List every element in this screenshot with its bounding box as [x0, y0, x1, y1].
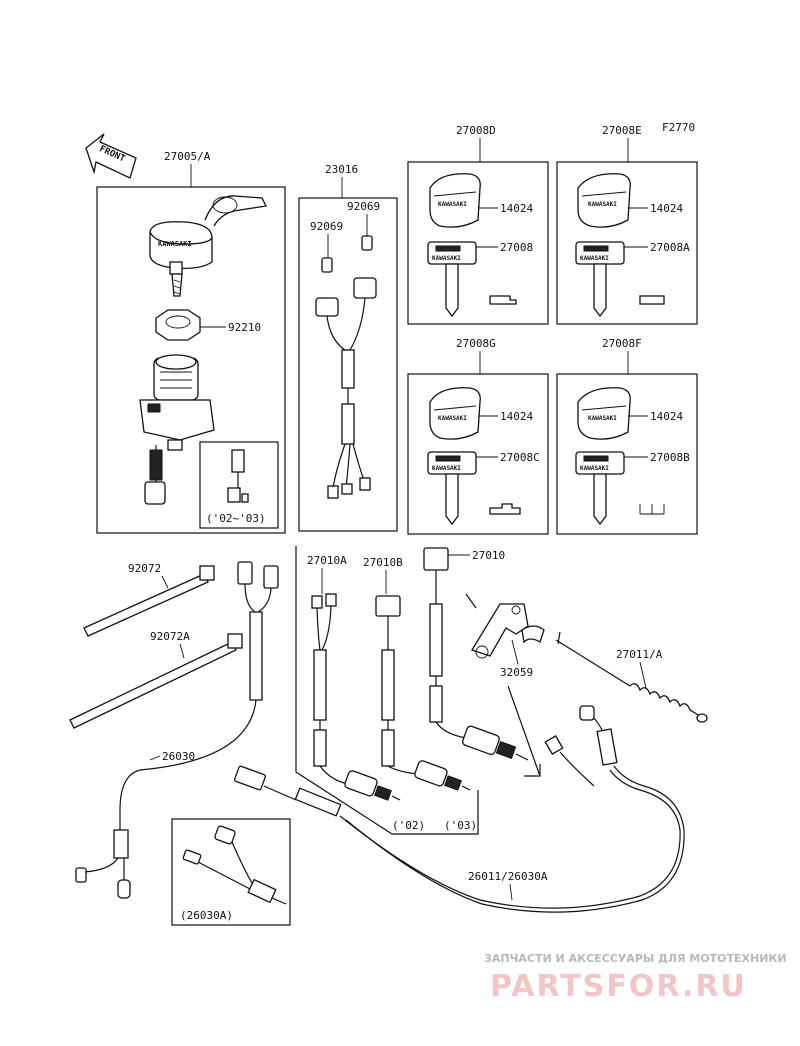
label-27010a: 27010A — [307, 554, 347, 567]
inset-box-26030a — [171, 818, 291, 926]
label-26030: 26030 — [162, 750, 195, 763]
nut-drawing — [155, 309, 201, 341]
spring-27011a-drawing — [555, 639, 708, 723]
inset-box-02-03 — [199, 441, 279, 529]
connector-26030a-drawing — [182, 825, 287, 905]
harness-26030-drawing — [75, 561, 279, 899]
label-27008: 27008 — [500, 241, 533, 254]
key-27008f-brand: KAWASAKI — [588, 415, 617, 422]
key-27008-brand: KAWASAKI — [432, 255, 461, 262]
label-27008d: 27008D — [456, 124, 496, 137]
switch-27010a-drawing — [311, 593, 401, 801]
key-27008e-brand: KAWASAKI — [588, 201, 617, 208]
ignition-key-brand: KAWASAKI — [158, 240, 192, 248]
key-27008d-drawing: KAWASAKI KAWASAKI — [427, 173, 517, 318]
label-27008e: 27008E — [602, 124, 642, 137]
key-27008a-brand: KAWASAKI — [580, 255, 609, 262]
note-02: ('02) — [392, 819, 425, 832]
connector-inset-drawing — [227, 449, 249, 503]
key-box-27008d — [407, 161, 549, 325]
harness-23016-box — [298, 197, 398, 532]
label-92069-top: 92069 — [347, 200, 380, 213]
label-27008a: 27008A — [650, 241, 690, 254]
figure-code: F2770 — [662, 121, 695, 134]
note-02-03: ('02~'03) — [206, 512, 266, 525]
note-03: ('03) — [444, 819, 477, 832]
label-27008c: 27008C — [500, 451, 540, 464]
label-14024-g: 14024 — [500, 410, 533, 423]
label-92072: 92072 — [128, 562, 161, 575]
label-27008g: 27008G — [456, 337, 496, 350]
key-27008c-brand: KAWASAKI — [432, 465, 461, 472]
key-box-27008g — [407, 373, 549, 535]
key-27008f-drawing: KAWASAKI KAWASAKI — [575, 387, 665, 526]
label-27010: 27010 — [472, 549, 505, 562]
switch-variant-outline — [295, 546, 479, 835]
label-27008b: 27008B — [650, 451, 690, 464]
label-26011-26030a: 26011/26030A — [468, 870, 548, 883]
front-arrow-icon: FRONT — [85, 133, 137, 179]
cable-tie-92072a-drawing — [69, 633, 243, 729]
ignition-key-drawing: KAWASAKI — [149, 195, 267, 297]
key-27008b-brand: KAWASAKI — [580, 465, 609, 472]
label-27011a: 27011/A — [616, 648, 663, 661]
switch-27010b-drawing — [375, 595, 471, 791]
key-box-27008f — [556, 373, 698, 535]
label-92069-left: 92069 — [310, 220, 343, 233]
label-32059: 32059 — [500, 666, 533, 679]
switch-27010-drawing — [423, 547, 529, 761]
bracket-32059-drawing — [471, 603, 545, 659]
label-27005a: 27005/A — [164, 150, 211, 163]
watermark-logo: PARTSFOR.RU — [490, 969, 747, 1004]
key-27008g-brand: KAWASAKI — [438, 415, 467, 422]
watermark-tagline: ЗАПЧАСТИ И АКСЕССУАРЫ ДЛЯ МОТОТЕХНИКИ — [484, 952, 787, 965]
key-box-27008e — [556, 161, 698, 325]
harness-23016-drawing — [315, 235, 377, 499]
label-14024-e: 14024 — [650, 202, 683, 215]
label-14024-f: 14024 — [650, 410, 683, 423]
label-23016: 23016 — [325, 163, 358, 176]
key-27008e-drawing: KAWASAKI KAWASAKI — [575, 173, 665, 318]
label-92210: 92210 — [228, 321, 261, 334]
label-14024-d: 14024 — [500, 202, 533, 215]
label-27010b: 27010B — [363, 556, 403, 569]
label-92072a: 92072A — [150, 630, 190, 643]
harness-26011-drawing — [234, 705, 685, 913]
label-27008f: 27008F — [602, 337, 642, 350]
key-27008g-drawing: KAWASAKI KAWASAKI — [427, 387, 521, 526]
cable-tie-92072-drawing — [83, 565, 215, 637]
label-26030a-inset: (26030A) — [180, 909, 233, 922]
key-27008d-brand: KAWASAKI — [438, 201, 467, 208]
ignition-switch-body-drawing — [139, 354, 215, 505]
